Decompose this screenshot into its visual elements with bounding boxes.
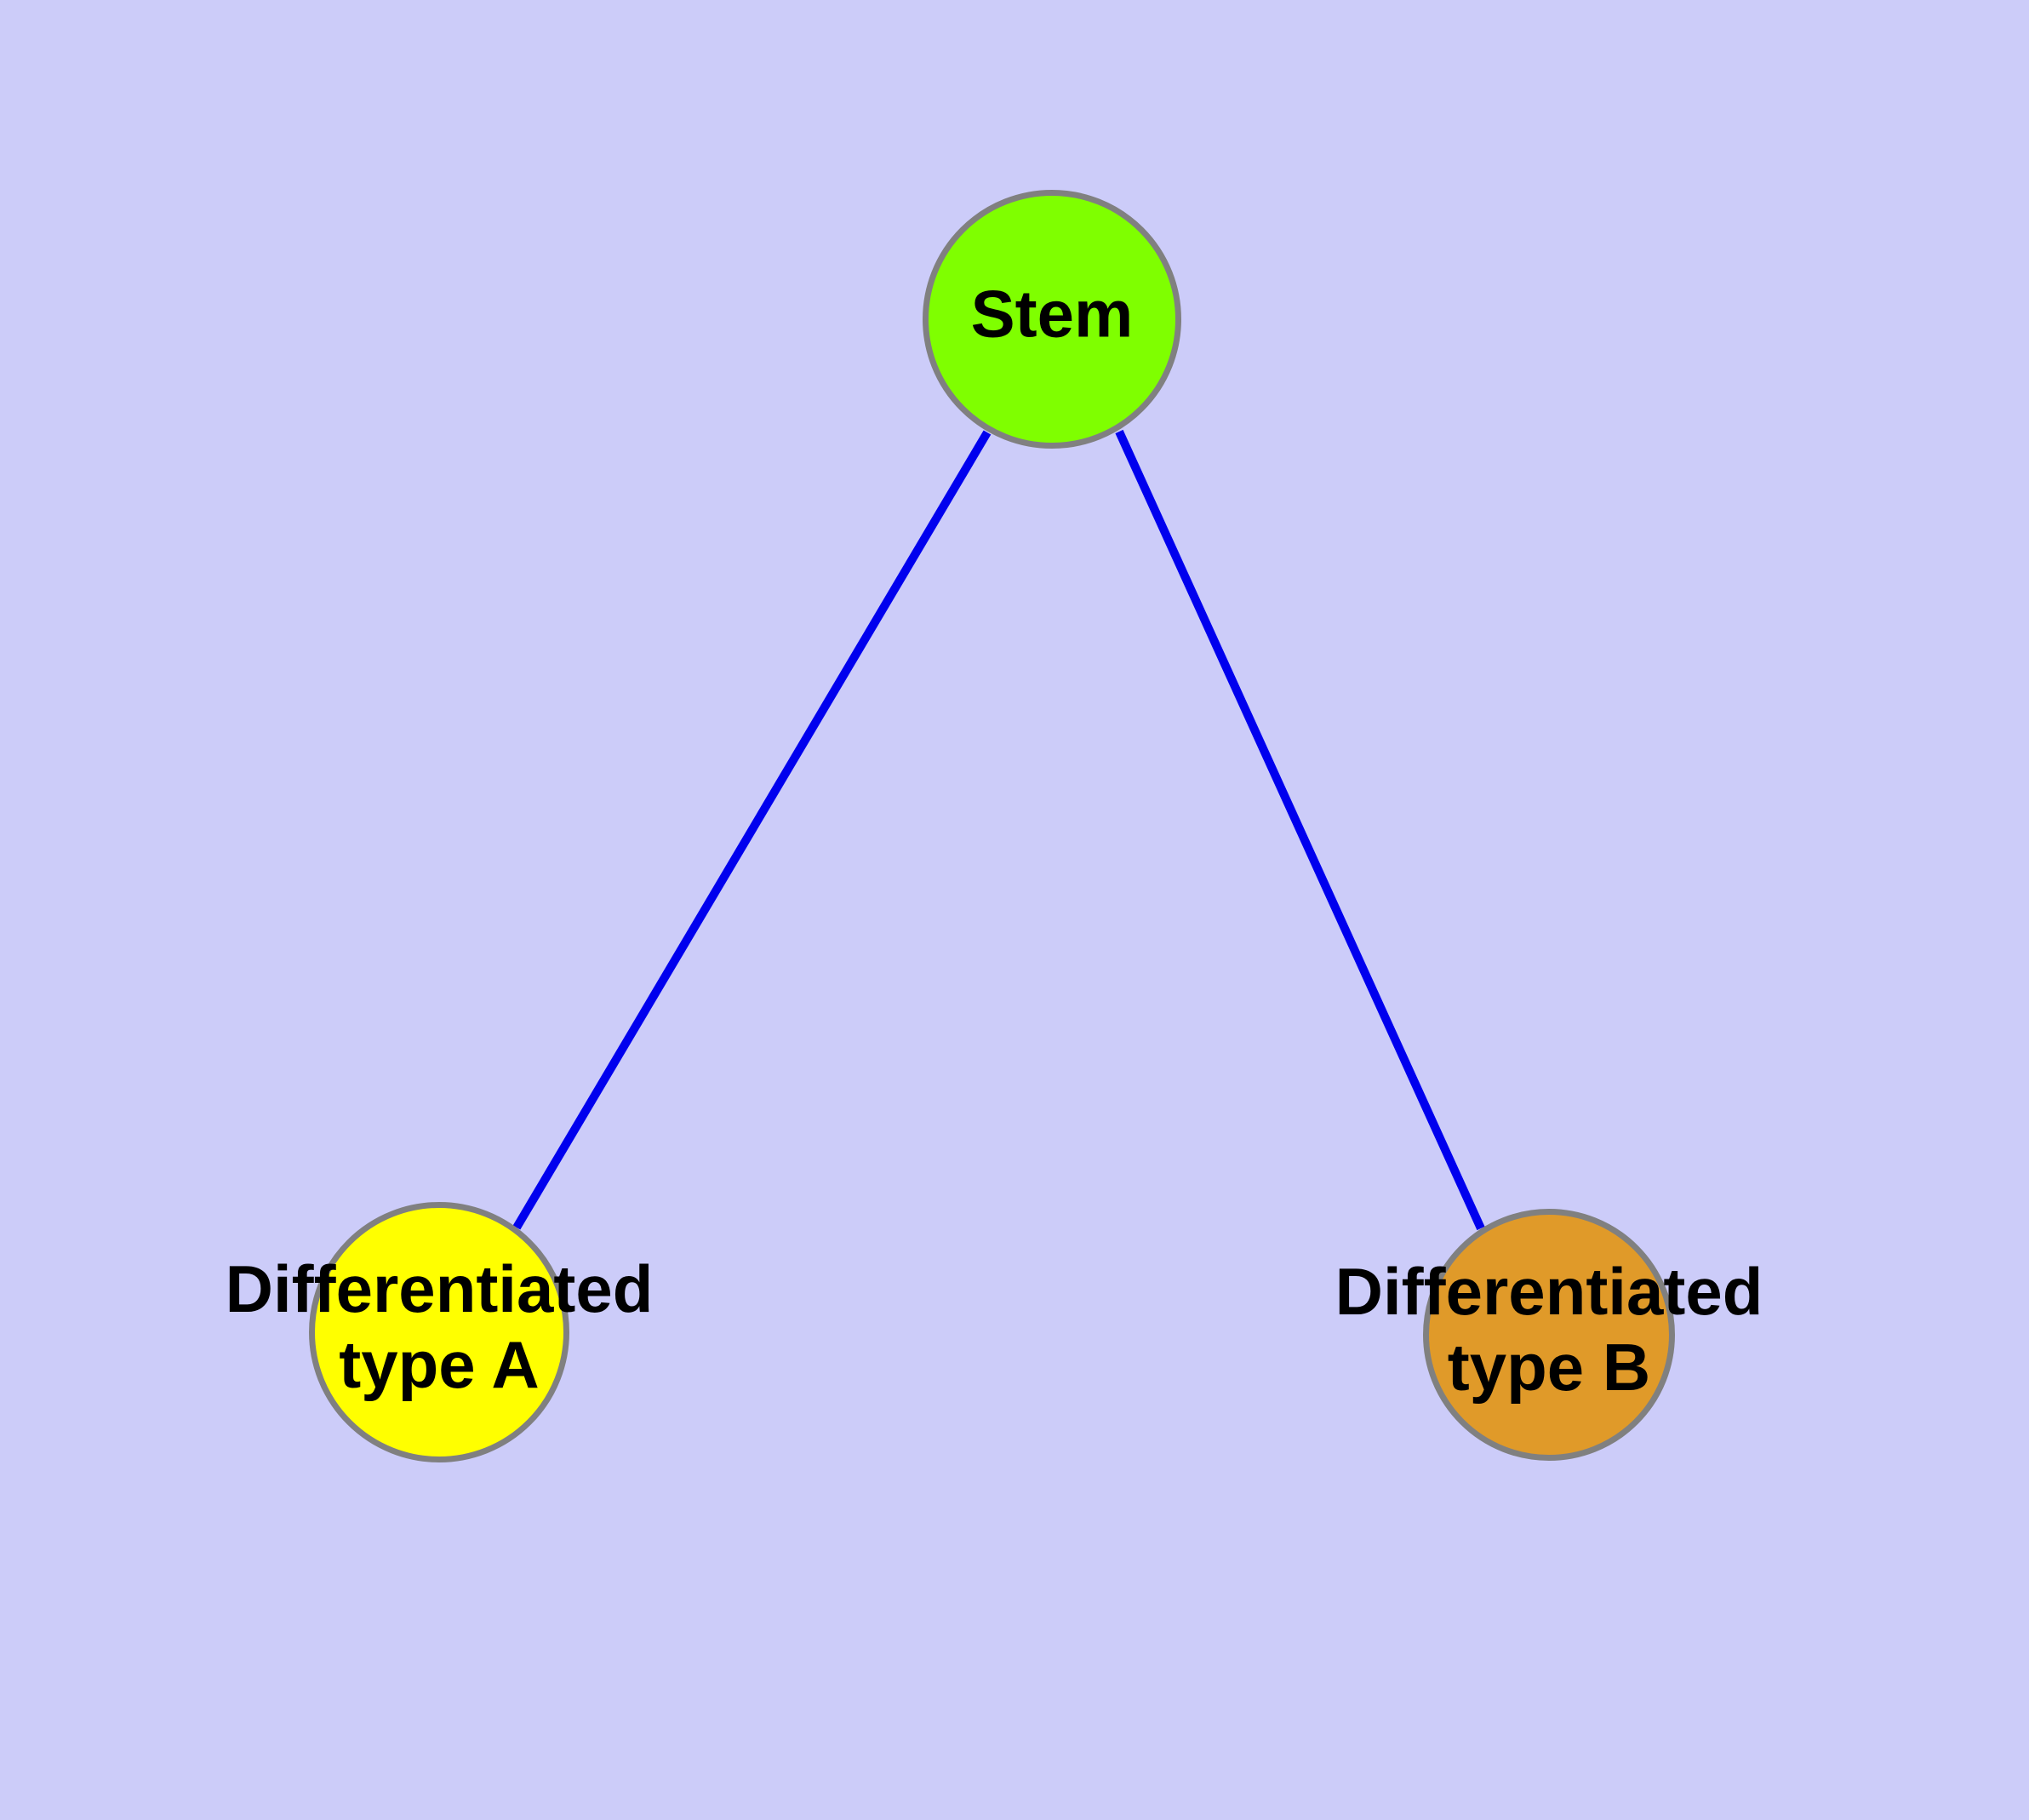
edges-group <box>512 429 1485 1231</box>
node-stem-label-line1: Stem <box>971 277 1134 352</box>
node-differentiated-type-a-label-line1: Differentiated <box>226 1251 654 1326</box>
node-stem-circle[interactable] <box>923 190 1181 449</box>
edge-stem-to-differentiated-type-b[interactable] <box>1115 429 1485 1231</box>
node-differentiated-type-a-label-line2: type A <box>339 1327 540 1402</box>
node-differentiated-type-a-circle[interactable] <box>309 1202 569 1462</box>
edge-stem-to-differentiated-type-a[interactable] <box>512 430 992 1230</box>
node-differentiated-type-b-label-line2: type B <box>1448 1330 1650 1405</box>
node-differentiated-type-b-label-line1: Differentiated <box>1335 1254 1763 1329</box>
labels-group: Stem Differentiated type A Differentiate… <box>226 277 1763 1405</box>
nodes-group <box>309 190 1675 1462</box>
node-differentiated-type-b-circle[interactable] <box>1423 1209 1675 1461</box>
